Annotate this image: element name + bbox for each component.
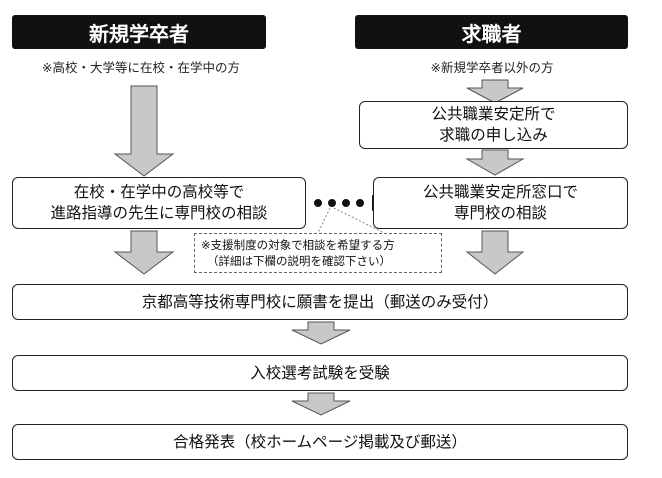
announcement-box: 合格発表（校ホームページ掲載及び郵送） [12, 424, 628, 460]
hello-work-apply-line-2: 求職の申し込み [439, 126, 548, 144]
support-callout-line-2: （詳細は下欄の説明を確認下さい） [207, 254, 391, 268]
arrow-down-announcement [291, 392, 351, 416]
arrow-down-submit-right [465, 230, 525, 275]
school-consult-line-1: 在校・在学中の高校等で [73, 183, 245, 201]
announcement-text: 合格発表（校ホームページ掲載及び郵送） [173, 432, 467, 451]
callout-pointer [317, 207, 385, 234]
school-consult-line-2: 進路指導の先生に専門校の相談 [50, 204, 268, 222]
new-graduate-header: 新規学卒者 [12, 15, 266, 49]
hello-work-apply-line-1: 公共職業安定所で [431, 105, 556, 123]
arrow-down-submit-left [113, 230, 175, 275]
hello-work-apply-box: 公共職業安定所で 求職の申し込み [359, 101, 628, 149]
submit-application-text: 京都高等技術専門校に願書を提出（郵送のみ受付） [141, 292, 499, 311]
job-seeker-note: ※新規学卒者以外の方 [430, 60, 554, 75]
arrow-down-apply [466, 79, 524, 104]
hello-work-consult-line-1: 公共職業安定所窓口で [422, 183, 578, 201]
new-graduate-note: ※高校・大学等に在校・在学中の方 [42, 60, 240, 75]
support-callout-line-1: ※支援制度の対象で相談を希望する方 [201, 238, 395, 252]
hello-work-consult-box: 公共職業安定所窓口で 専門校の相談 [373, 177, 628, 229]
arrow-down-school [113, 85, 175, 177]
arrow-down-exam [291, 321, 351, 345]
hello-work-consult-line-2: 専門校の相談 [453, 204, 547, 222]
entrance-exam-box: 入校選考試験を受験 [12, 355, 628, 391]
support-callout: ※支援制度の対象で相談を希望する方 （詳細は下欄の説明を確認下さい） [194, 233, 442, 273]
entrance-exam-text: 入校選考試験を受験 [250, 363, 390, 382]
school-consult-box: 在校・在学中の高校等で 進路指導の先生に専門校の相談 [12, 177, 306, 229]
arrow-down-consult [465, 149, 525, 176]
job-seeker-header: 求職者 [355, 15, 628, 49]
submit-application-box: 京都高等技術専門校に願書を提出（郵送のみ受付） [12, 284, 628, 320]
